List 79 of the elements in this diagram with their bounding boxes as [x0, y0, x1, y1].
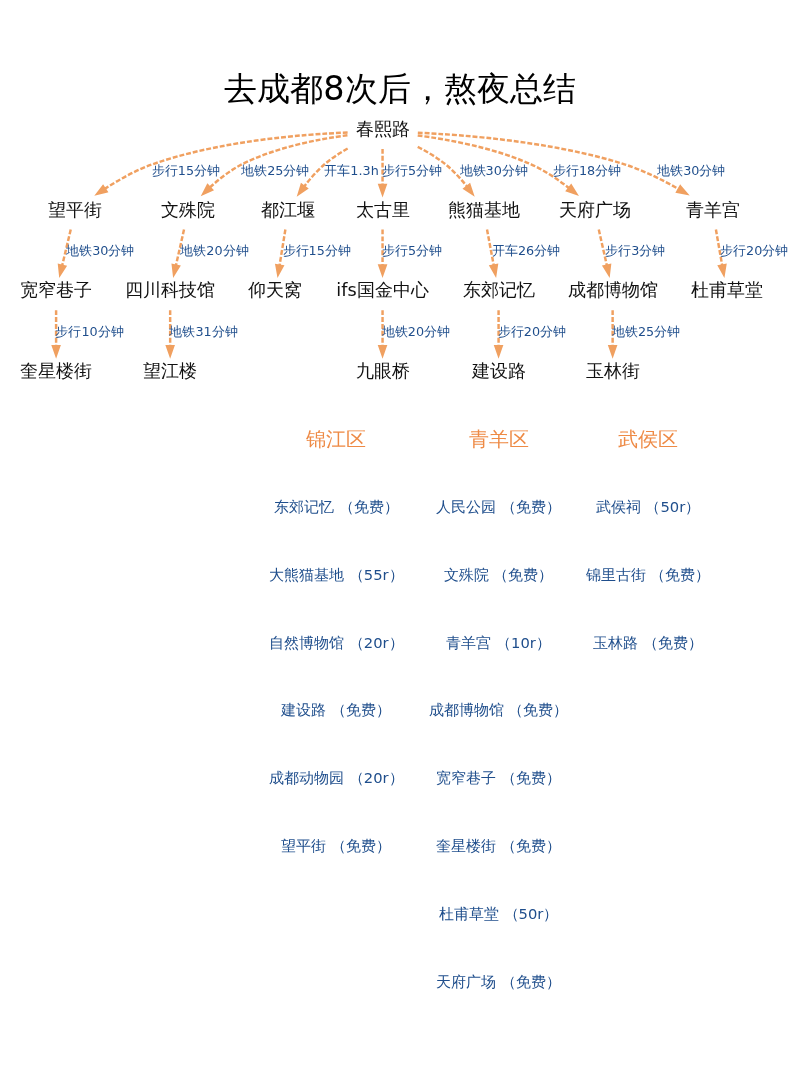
label: 锦江区: [306, 427, 367, 451]
arrow: [485, 228, 499, 278]
node-text: 奎星楼街: [20, 360, 93, 381]
label: 成都博物馆 （免费）: [428, 700, 569, 718]
arrow: [417, 131, 690, 195]
edge-label: 步行18分钟: [552, 162, 622, 178]
arrow: [377, 229, 388, 278]
arrow: [714, 228, 727, 278]
arrow: [200, 133, 348, 196]
edge-label: 步行5分钟: [381, 242, 443, 258]
node-text: 杜甫草堂: [690, 279, 763, 300]
arrow: [171, 228, 186, 278]
arrow: [51, 309, 61, 359]
arrow: [274, 228, 287, 278]
node-text: 东郊记忆: [462, 279, 535, 300]
arrow: [597, 228, 612, 278]
edge-label: 开车26分钟: [491, 242, 561, 258]
node-text: 都江堰: [261, 199, 316, 220]
label: 奎星楼街 （免费）: [436, 836, 561, 854]
arrow: [493, 309, 504, 359]
label: 青羊宫 （10r）: [446, 633, 551, 651]
label: 杜甫草堂 （50r）: [438, 904, 559, 922]
arrow: [607, 309, 618, 359]
node-text: 熊猫基地: [447, 199, 520, 220]
edge-label: 步行10分钟: [55, 323, 124, 339]
node-text: 天府广场: [558, 199, 631, 220]
node-text: 青羊宫: [685, 199, 740, 220]
node-text: 建设路: [471, 360, 526, 381]
label: 建设路 （免费）: [281, 700, 392, 718]
edge-label: 步行15分钟: [151, 162, 221, 178]
node-text: 成都博物馆: [567, 279, 658, 300]
arrow: [94, 130, 348, 196]
arrow: [377, 309, 388, 359]
arrow: [296, 146, 349, 197]
edge-label: 开车1.3h: [324, 162, 379, 178]
edge-label: 地铁30分钟: [459, 162, 528, 178]
label: 文殊院 （免费）: [443, 565, 554, 583]
edge-label: 步行3分钟: [605, 242, 666, 258]
label: 武侯区: [618, 427, 679, 451]
label: 锦里古街 （免费）: [585, 565, 711, 583]
edge-label: 步行20分钟: [720, 242, 789, 258]
arrow: [417, 145, 475, 197]
node-text: ifs国金中心: [336, 279, 429, 300]
edge-label: 地铁31分钟: [169, 323, 238, 339]
label: 东郊记忆 （免费）: [273, 497, 399, 515]
edge-label: 地铁20分钟: [381, 323, 451, 339]
label: 望平街 （免费）: [281, 836, 392, 854]
label: 成都动物园 （20r）: [269, 768, 404, 786]
label: 自然博物馆 （20r）: [269, 633, 404, 651]
arrow: [417, 133, 579, 196]
node-text: 文殊院: [160, 199, 215, 220]
edge-label: 步行15分钟: [282, 242, 351, 258]
arrow: [57, 228, 72, 278]
arrow: [165, 309, 175, 359]
node-text: 春熙路: [355, 118, 410, 139]
edge-label: 地铁25分钟: [611, 323, 681, 339]
label: 宽窄巷子 （免费）: [436, 768, 561, 786]
label: 人民公园 （免费）: [436, 497, 561, 515]
node-text: 望平街: [47, 199, 102, 220]
edge-label: 地铁20分钟: [180, 242, 249, 258]
node-text: 宽窄巷子: [20, 279, 93, 300]
node-text: 九眼桥: [355, 360, 410, 381]
label: 大熊猫基地 （55r）: [269, 565, 404, 583]
diagram-title: 去成都8次后，熬夜总结: [224, 68, 576, 108]
node-text: 玉林街: [585, 360, 640, 381]
arrow: [377, 148, 388, 197]
node-text: 望江楼: [143, 360, 198, 381]
node-text: 四川科技馆: [125, 279, 216, 300]
label: 青羊区: [468, 427, 529, 451]
label: 玉林路 （免费）: [593, 633, 703, 651]
label: 武侯祠 （50r）: [595, 497, 701, 515]
node-text: 仰天窝: [248, 279, 303, 300]
node-text: 太古里: [355, 199, 410, 220]
edge-label: 地铁25分钟: [241, 162, 310, 178]
edge-label: 步行5分钟: [381, 162, 443, 178]
edge-label: 步行20分钟: [497, 323, 567, 339]
edge-label: 地铁30分钟: [66, 242, 135, 258]
edge-label: 地铁30分钟: [657, 162, 726, 178]
label: 天府广场 （免费）: [436, 972, 561, 990]
